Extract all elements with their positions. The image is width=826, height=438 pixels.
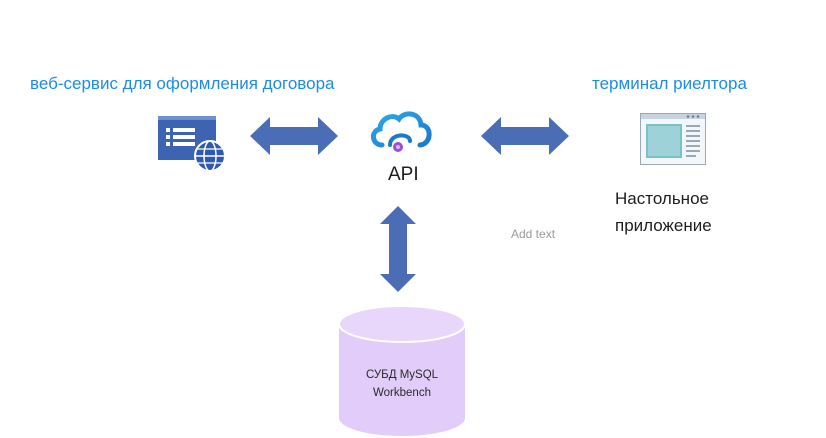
database-label: СУБД MySQL Workbench (337, 366, 467, 402)
database-label-line2: Workbench (373, 387, 431, 399)
api-label: API (388, 164, 419, 185)
api-terminal-arrow (481, 117, 569, 155)
add-text-placeholder[interactable]: Add text (511, 227, 556, 241)
web-browser-globe-icon (158, 116, 228, 174)
desktop-app-label-line1: Настольное (615, 189, 709, 208)
cloud-api-icon (368, 109, 434, 163)
web-service-api-arrow (250, 117, 338, 155)
database-label-line1: СУБД MySQL (365, 369, 439, 381)
desktop-app-label: Настольное приложение (615, 185, 712, 239)
api-database-arrow (380, 206, 416, 292)
realtor-terminal-label: терминал риелтора (592, 74, 747, 93)
desktop-window-icon (640, 113, 706, 165)
database-cylinder-icon (337, 304, 467, 438)
desktop-app-label-line2: приложение (615, 216, 712, 235)
web-service-label: веб-сервис для оформления договора (30, 74, 335, 93)
